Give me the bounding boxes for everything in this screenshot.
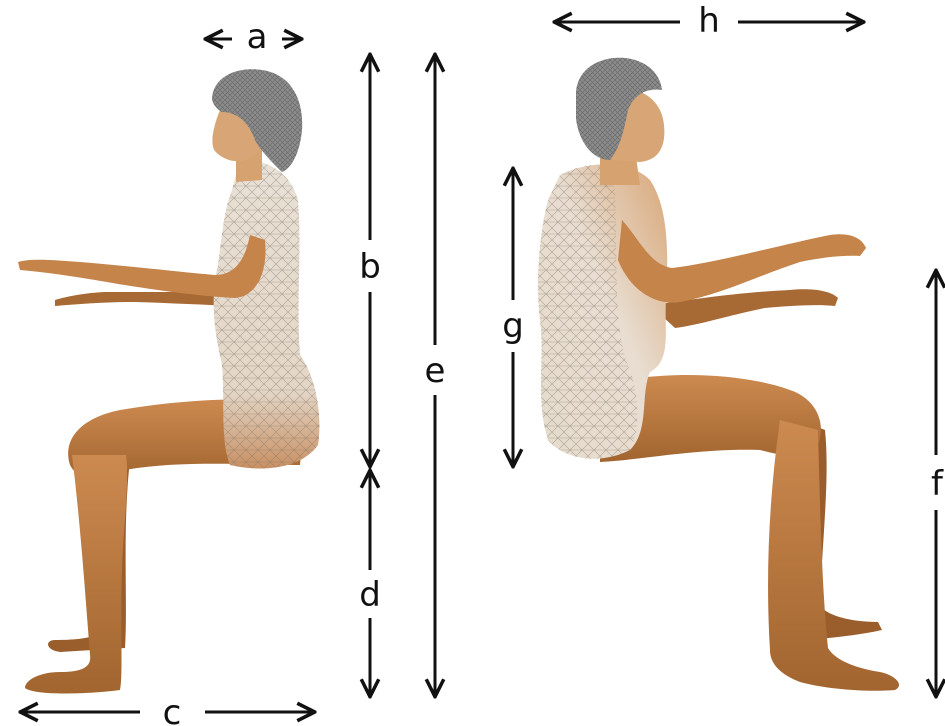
- label-b: b: [359, 247, 381, 287]
- label-d: d: [359, 575, 381, 615]
- male-figure: [538, 58, 899, 691]
- label-c: c: [163, 693, 182, 726]
- female-figure: [18, 69, 319, 693]
- label-e: e: [425, 351, 446, 391]
- label-f: f: [931, 464, 944, 504]
- label-a: a: [247, 17, 268, 57]
- male-shin: [768, 420, 899, 691]
- female-shin: [25, 455, 127, 694]
- label-g: g: [502, 306, 524, 346]
- label-h: h: [698, 1, 720, 41]
